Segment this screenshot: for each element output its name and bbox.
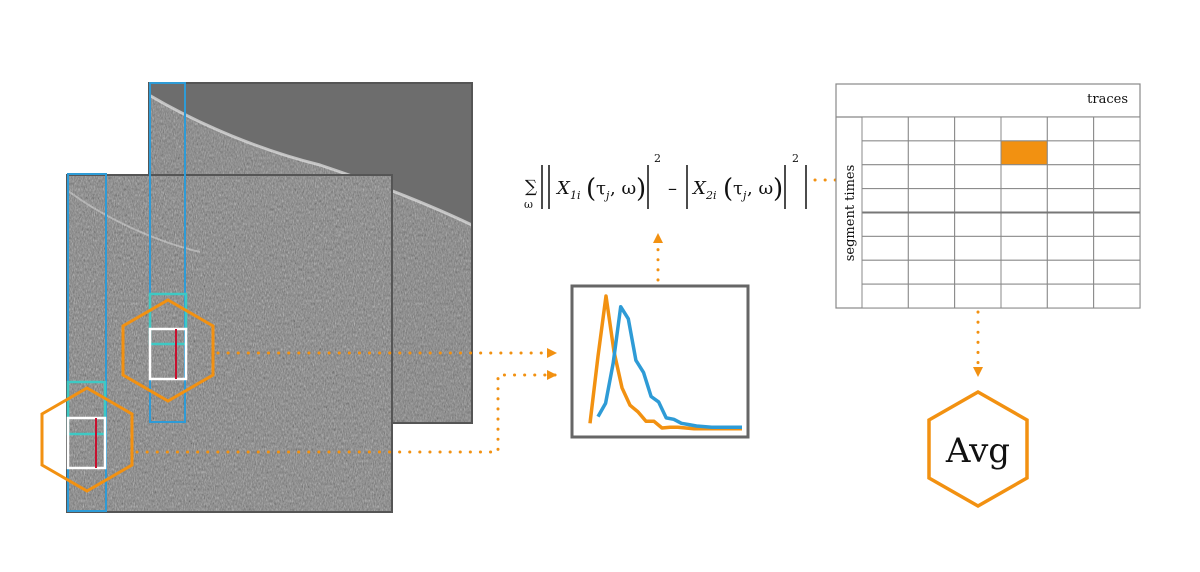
table-cell	[954, 164, 1002, 190]
segment-box-white-back	[148, 327, 188, 381]
sum-index: ω	[524, 198, 533, 211]
similarity-formula: ∑ ω X 1i ( τ j , ω ) 2 – X 2i ( τ j , ω …	[524, 152, 807, 211]
table-cell	[861, 140, 909, 166]
table-cell	[1093, 188, 1141, 213]
tau-symbol-1: τ	[596, 178, 606, 199]
table-cell	[1093, 259, 1141, 285]
spectrum-curve-blue	[596, 304, 742, 430]
table-cell	[1000, 283, 1048, 309]
table-cell	[1046, 164, 1095, 190]
table-cell	[1000, 188, 1048, 213]
table-cell	[861, 259, 909, 285]
table-cell	[1093, 116, 1141, 142]
tau-symbol-2: τ	[733, 178, 743, 199]
x1-subscript: 1i	[570, 189, 581, 202]
table-axis-segment-times: segment times	[843, 165, 858, 262]
table-cell	[907, 188, 956, 213]
table-cell	[1046, 188, 1095, 213]
tau-subscript-1: j	[603, 189, 610, 202]
average-node: Avg	[927, 389, 1029, 509]
table-cell	[907, 212, 956, 237]
segment-box-cyan-front	[66, 380, 107, 436]
table-cell	[861, 283, 909, 309]
table-cell	[861, 188, 909, 213]
table-cell	[861, 116, 909, 142]
avg-label: Avg	[945, 431, 1010, 471]
trace-column-back	[149, 82, 186, 423]
table-cell	[1046, 235, 1095, 261]
table-cell	[1093, 164, 1141, 190]
segment-trace-table: traces segment times	[835, 83, 1141, 309]
table-cell	[861, 212, 909, 237]
table-cell	[1046, 212, 1095, 237]
sum-symbol: ∑	[525, 177, 537, 197]
table-cell	[954, 116, 1002, 142]
arrow-front-to-spectrum	[135, 370, 557, 454]
svg-text:(: (	[586, 174, 596, 204]
hexagon-marker-front	[40, 386, 134, 493]
table-cell	[1046, 259, 1095, 285]
table-cell	[1093, 212, 1141, 237]
trace-column-front	[67, 173, 107, 512]
svg-text:): )	[636, 174, 646, 204]
table-cell	[954, 259, 1002, 285]
table-cell-highlighted	[1000, 140, 1048, 166]
table-header-traces: traces	[1087, 92, 1128, 107]
table-cell	[907, 235, 956, 261]
table-cell	[1046, 140, 1095, 166]
table-cell	[907, 140, 956, 166]
x2-subscript: 2i	[705, 189, 717, 202]
svg-text:(: (	[723, 174, 733, 204]
table-cell	[1000, 235, 1048, 261]
table-cell	[907, 283, 956, 309]
table-cell	[1046, 283, 1095, 309]
svg-text:): )	[773, 174, 783, 204]
exponent-1: 2	[654, 152, 661, 165]
table-grid	[861, 116, 1141, 309]
table-cell	[861, 235, 909, 261]
exponent-2: 2	[792, 152, 799, 165]
trace-window-front	[40, 173, 134, 512]
table-cell	[954, 140, 1002, 166]
tau-subscript-2: j	[740, 189, 747, 202]
table-cell	[954, 235, 1002, 261]
segment-box-cyan-back	[148, 292, 188, 346]
table-cell	[954, 188, 1002, 213]
table-cell	[861, 164, 909, 190]
omega-term-2: , ω	[747, 178, 773, 199]
table-cell	[954, 212, 1002, 237]
table-cell	[954, 283, 1002, 309]
x2-symbol: X	[691, 178, 707, 199]
segment-box-white-front	[66, 416, 107, 470]
omega-term-1: , ω	[610, 178, 636, 199]
table-cell	[1000, 212, 1048, 237]
seismic-panel-front	[66, 174, 393, 513]
table-cell	[907, 164, 956, 190]
table-cell	[1000, 116, 1048, 142]
spectrum-plot	[570, 284, 750, 439]
table-cell	[907, 116, 956, 142]
avg-hexagon	[927, 389, 1029, 509]
hexagon-marker-back	[121, 298, 215, 403]
table-cell	[1093, 283, 1141, 309]
trace-window-back	[121, 82, 215, 423]
table-cell	[1093, 235, 1141, 261]
table-cell	[1000, 259, 1048, 285]
table-cell	[907, 259, 956, 285]
x1-symbol: X	[555, 178, 571, 199]
minus-sign: –	[668, 178, 677, 199]
table-cell	[1093, 140, 1141, 166]
table-cell	[1000, 164, 1048, 190]
table-cell	[1046, 116, 1095, 142]
